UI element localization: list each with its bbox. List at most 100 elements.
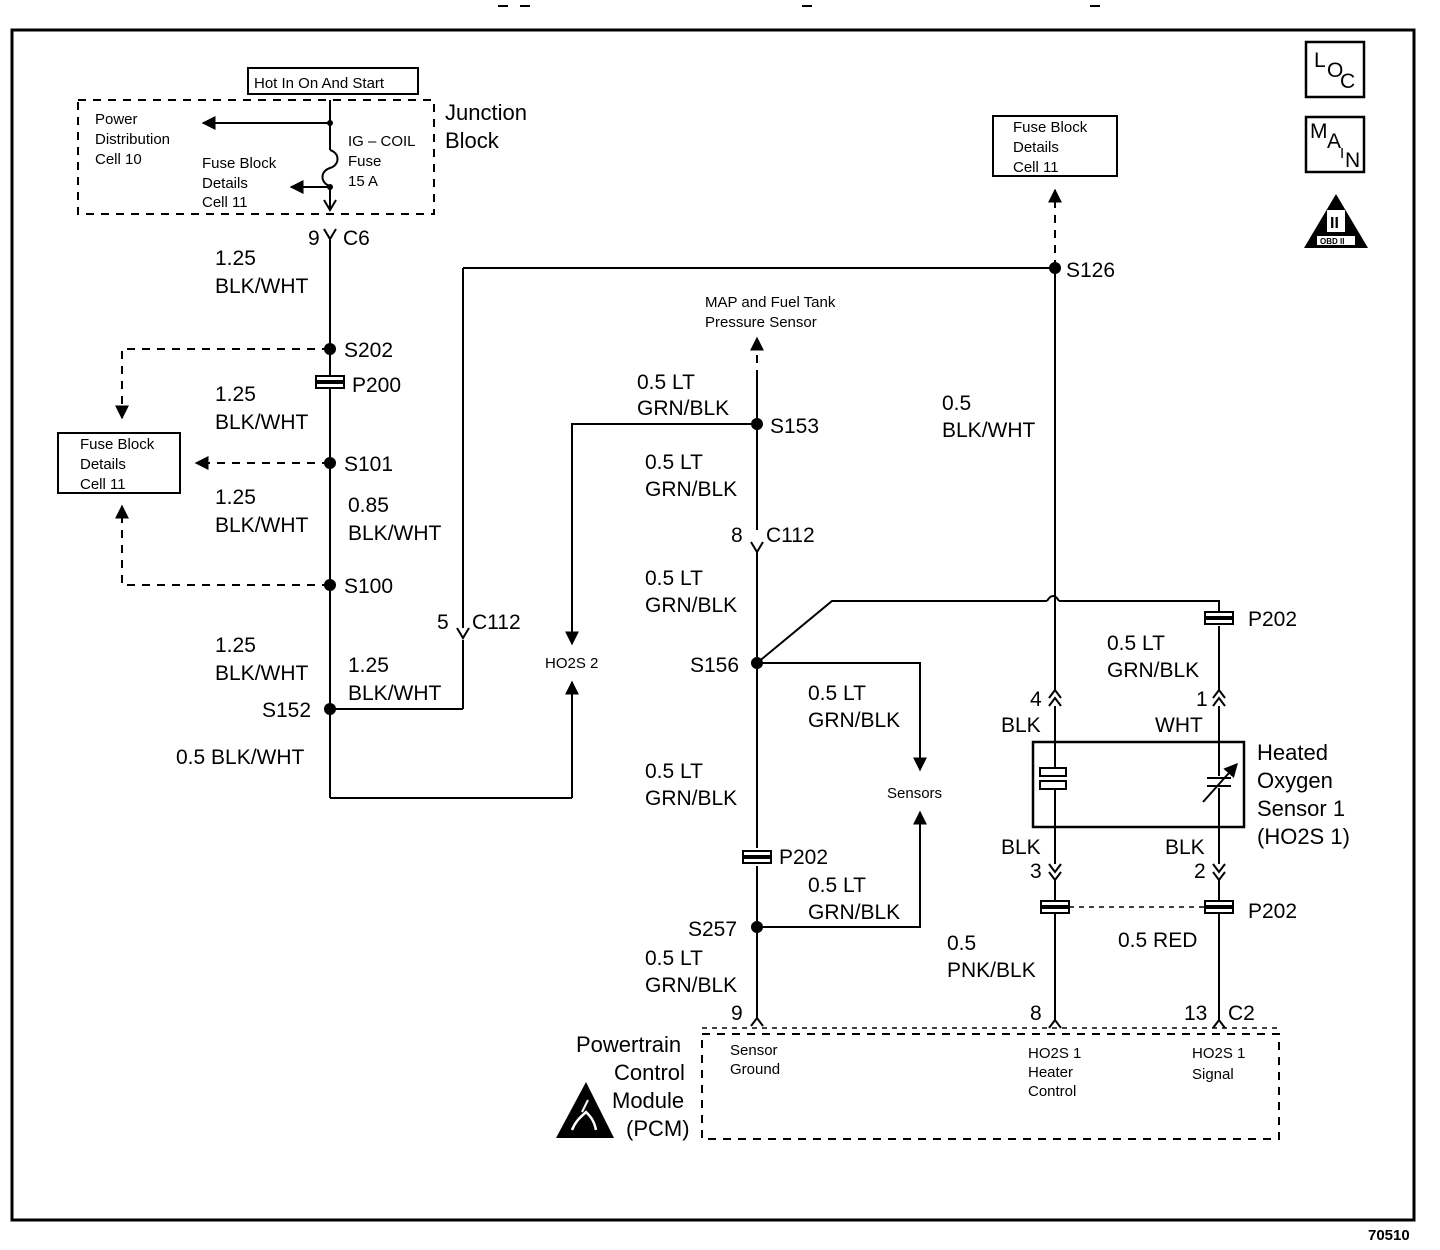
loc-badge[interactable]: L O C: [1304, 40, 1366, 99]
connector-p200[interactable]: [315, 375, 345, 389]
svg-text:A: A: [1327, 130, 1341, 153]
svg-text:C: C: [1340, 70, 1355, 93]
pcm-component[interactable]: [701, 1033, 1280, 1140]
svg-text:Control: Control: [614, 1060, 685, 1085]
svg-text:S126: S126: [1066, 259, 1115, 282]
svg-text:S156: S156: [690, 654, 739, 677]
svg-text:Module: Module: [612, 1088, 684, 1113]
svg-text:Cell 11: Cell 11: [202, 194, 248, 211]
esd-warning-icon: [556, 1082, 614, 1138]
svg-text:GRN/BLK: GRN/BLK: [645, 478, 737, 501]
svg-text:Sensor 1: Sensor 1: [1257, 796, 1345, 821]
svg-text:Powertrain: Powertrain: [576, 1032, 681, 1057]
svg-text:0.5 LT: 0.5 LT: [645, 760, 703, 783]
page-id: 70510: [1368, 1227, 1410, 1244]
svg-text:0.5 LT: 0.5 LT: [1107, 632, 1165, 655]
svg-text:II: II: [1330, 215, 1339, 232]
svg-text:(HO2S 1): (HO2S 1): [1257, 824, 1350, 849]
svg-text:0.5: 0.5: [942, 392, 971, 415]
svg-text:O: O: [1327, 59, 1343, 82]
oxygen-sensing-element-icon: [1202, 742, 1238, 827]
svg-text:15 A: 15 A: [348, 173, 378, 190]
svg-text:8: 8: [1030, 1002, 1042, 1025]
main-badge[interactable]: M A I N: [1304, 115, 1366, 174]
connector-p202-top[interactable]: [1204, 611, 1234, 625]
svg-text:Sensor: Sensor: [730, 1042, 778, 1059]
svg-text:0.5 LT: 0.5 LT: [808, 682, 866, 705]
svg-text:1: 1: [1196, 688, 1208, 711]
svg-text:0.5 LT: 0.5 LT: [645, 947, 703, 970]
svg-text:HO2S 1: HO2S 1: [1192, 1045, 1245, 1062]
svg-text:GRN/BLK: GRN/BLK: [808, 709, 900, 732]
fuse-symbol: [321, 149, 339, 187]
fuse-label: IG – COIL: [348, 133, 416, 150]
ho2s2-ref[interactable]: HO2S 2: [545, 655, 598, 672]
svg-text:Cell 10: Cell 10: [95, 151, 142, 168]
fuse-block-ref-left[interactable]: Fuse Block: [202, 155, 277, 172]
svg-text:3: 3: [1030, 860, 1042, 883]
map-sensor-ref[interactable]: MAP and Fuel Tank: [705, 294, 836, 311]
svg-text:Distribution: Distribution: [95, 131, 170, 148]
hot-label-box: [247, 67, 419, 95]
svg-text:0.85: 0.85: [348, 494, 389, 517]
hot-label: Hot In On And Start: [254, 75, 385, 92]
svg-text:M: M: [1310, 120, 1328, 143]
svg-text:BLK/WHT: BLK/WHT: [348, 682, 442, 705]
svg-text:0.5 RED: 0.5 RED: [1118, 929, 1197, 952]
fuse-block-ref-right[interactable]: [992, 115, 1118, 177]
svg-text:8: 8: [731, 524, 743, 547]
svg-text:Details: Details: [80, 456, 126, 473]
svg-text:1.25: 1.25: [215, 486, 256, 509]
svg-text:BLK/WHT: BLK/WHT: [215, 275, 309, 298]
diagram-frame: [10, 28, 1416, 1222]
svg-text:BLK/WHT: BLK/WHT: [942, 419, 1036, 442]
svg-text:GRN/BLK: GRN/BLK: [645, 974, 737, 997]
svg-text:0.5 BLK/WHT: 0.5 BLK/WHT: [176, 746, 305, 769]
svg-text:2: 2: [1194, 860, 1206, 883]
svg-text:C6: C6: [343, 227, 370, 250]
connector-p202-bottom[interactable]: [1040, 900, 1234, 914]
svg-text:0.5 LT: 0.5 LT: [808, 874, 866, 897]
heater-element-icon: [1039, 742, 1067, 827]
connector-c112-left: [456, 627, 470, 640]
svg-text:P200: P200: [352, 374, 401, 397]
svg-text:Ground: Ground: [730, 1061, 780, 1078]
svg-text:0.5 LT: 0.5 LT: [637, 371, 695, 394]
svg-text:S153: S153: [770, 415, 819, 438]
svg-text:P202: P202: [1248, 900, 1297, 923]
svg-text:P202: P202: [1248, 608, 1297, 631]
svg-text:Junction: Junction: [445, 100, 527, 125]
svg-text:Pressure Sensor: Pressure Sensor: [705, 314, 817, 331]
svg-text:Fuse Block: Fuse Block: [80, 436, 155, 453]
power-distribution-ref[interactable]: Power: [95, 111, 138, 128]
svg-text:BLK: BLK: [1001, 714, 1041, 737]
svg-text:OBD II: OBD II: [1320, 237, 1344, 246]
connector-p202-mid[interactable]: [742, 850, 772, 864]
svg-text:Block: Block: [445, 128, 500, 153]
svg-text:Details: Details: [1013, 139, 1059, 156]
svg-text:C2: C2: [1228, 1002, 1255, 1025]
sensors-ref[interactable]: Sensors: [887, 785, 942, 802]
svg-text:4: 4: [1030, 688, 1042, 711]
svg-text:BLK/WHT: BLK/WHT: [215, 411, 309, 434]
svg-text:0.5 LT: 0.5 LT: [645, 567, 703, 590]
svg-text:0.5 LT: 0.5 LT: [645, 451, 703, 474]
svg-text:WHT: WHT: [1155, 714, 1203, 737]
svg-text:BLK: BLK: [1165, 836, 1205, 859]
svg-text:5: 5: [437, 611, 449, 634]
svg-text:N: N: [1345, 149, 1360, 172]
svg-text:PNK/BLK: PNK/BLK: [947, 959, 1036, 982]
svg-text:S100: S100: [344, 575, 393, 598]
svg-text:1.25: 1.25: [215, 383, 256, 406]
fuse-block-ref-mid[interactable]: [57, 432, 181, 494]
svg-text:HO2S 1: HO2S 1: [1028, 1045, 1081, 1062]
svg-text:9: 9: [731, 1002, 743, 1025]
ho2s1-component[interactable]: [1031, 740, 1246, 829]
obd-ii-icon: II OBD II: [1304, 194, 1368, 248]
svg-text:1.25: 1.25: [215, 634, 256, 657]
svg-text:Details: Details: [202, 175, 248, 192]
svg-text:GRN/BLK: GRN/BLK: [645, 594, 737, 617]
svg-text:I: I: [1340, 145, 1344, 162]
svg-text:Cell 11: Cell 11: [80, 476, 126, 493]
